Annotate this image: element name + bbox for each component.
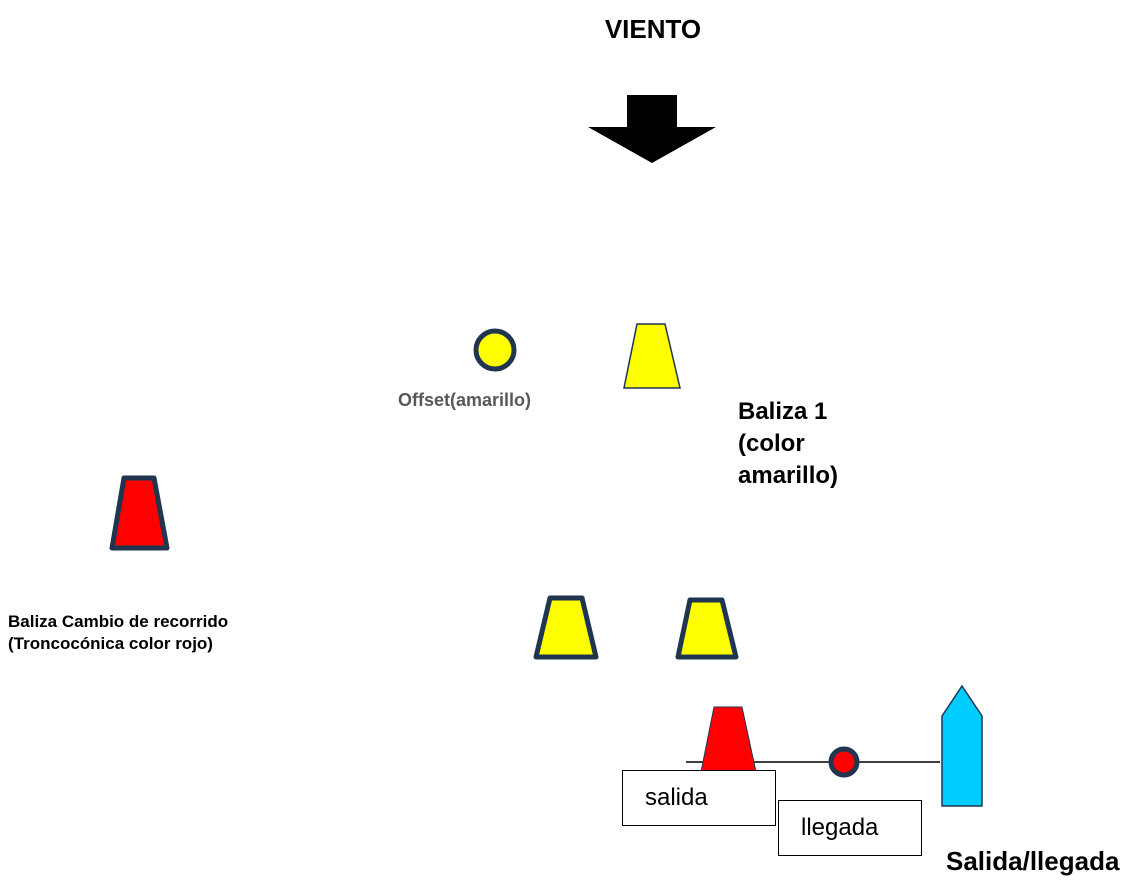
offset-buoy-icon (473, 328, 517, 372)
finish-label: llegada (801, 814, 879, 841)
mark-1-label: Baliza 1 (color amarillo) (738, 396, 888, 492)
course-change-label-line: Baliza Cambio de recorrido (8, 612, 229, 631)
finish-label-box: llegada (778, 800, 922, 856)
start-label-box: salida (622, 770, 776, 826)
mark-1-buoy-icon (623, 323, 681, 389)
mark-1-label-line: amarillo) (738, 462, 839, 489)
gate-right-buoy-icon (675, 597, 739, 660)
committee-boat-icon (941, 684, 983, 807)
finish-buoy-icon (828, 746, 860, 778)
mark-1-label-line: (color (738, 430, 805, 457)
course-change-buoy-icon (109, 475, 170, 551)
start-finish-title: Salida/llegada (946, 846, 1120, 876)
wind-arrow (588, 95, 716, 163)
wind-title: VIENTO (604, 14, 702, 44)
course-change-label: Baliza Cambio de recorrido (Troncocónica… (8, 611, 228, 655)
start-buoy-icon (700, 706, 757, 773)
gate-left-buoy-icon (533, 595, 599, 660)
start-label: salida (645, 784, 708, 811)
mark-1-label-line: Baliza 1 (738, 398, 828, 425)
offset-label: Offset(amarillo) (398, 390, 532, 410)
course-change-label-line: (Troncocónica color rojo) (8, 634, 213, 653)
